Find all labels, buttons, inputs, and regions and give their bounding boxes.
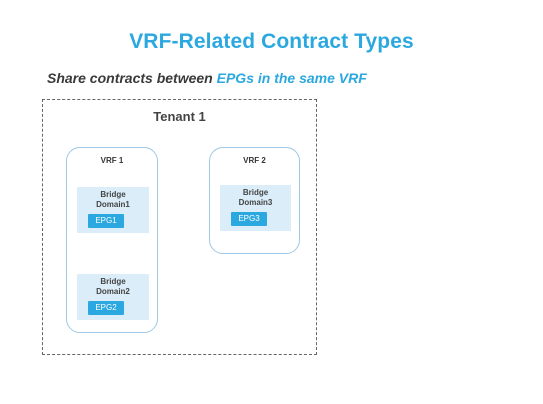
tenant-label: Tenant 1 xyxy=(153,109,206,124)
tenant-box: Tenant 1 VRF 1 Bridge Domain1 EPG1 Bridg… xyxy=(42,99,317,355)
bridge-domain-1: Bridge Domain1 EPG1 xyxy=(77,187,149,233)
subtitle-highlight: EPGs in the same VRF xyxy=(216,70,367,86)
epg-1: EPG1 xyxy=(88,214,124,228)
bridge-domain-3: Bridge Domain3 EPG3 xyxy=(220,185,291,231)
bridge-domain-1-label: Bridge Domain1 xyxy=(77,190,149,210)
vrf-1-box: VRF 1 Bridge Domain1 EPG1 Bridge Domain2… xyxy=(66,147,158,333)
bridge-domain-1-label-line1: Bridge xyxy=(100,190,126,199)
bridge-domain-2-label-line1: Bridge xyxy=(100,277,126,286)
subtitle-prefix: Share contracts between xyxy=(47,70,217,86)
epg-3: EPG3 xyxy=(231,212,267,226)
vrf-2-label: VRF 2 xyxy=(243,156,266,165)
diagram-title: VRF-Related Contract Types xyxy=(129,30,414,53)
bridge-domain-1-label-line2: Domain1 xyxy=(96,200,130,209)
bridge-domain-3-label-line1: Bridge xyxy=(242,188,269,197)
bridge-domain-2-label: Bridge Domain2 xyxy=(77,277,149,297)
vrf-1-label: VRF 1 xyxy=(100,156,124,165)
diagram-subtitle: Share contracts between EPGs in the same… xyxy=(47,70,367,86)
epg-2: EPG2 xyxy=(88,301,124,315)
bridge-domain-2: Bridge Domain2 EPG2 xyxy=(77,274,149,320)
bridge-domain-3-label: Bridge Domain3 xyxy=(220,188,291,208)
bridge-domain-3-label-line2: Domain3 xyxy=(238,198,273,207)
bridge-domain-2-label-line2: Domain2 xyxy=(96,287,130,296)
vrf-2-box: VRF 2 Bridge Domain3 EPG3 xyxy=(209,147,300,254)
